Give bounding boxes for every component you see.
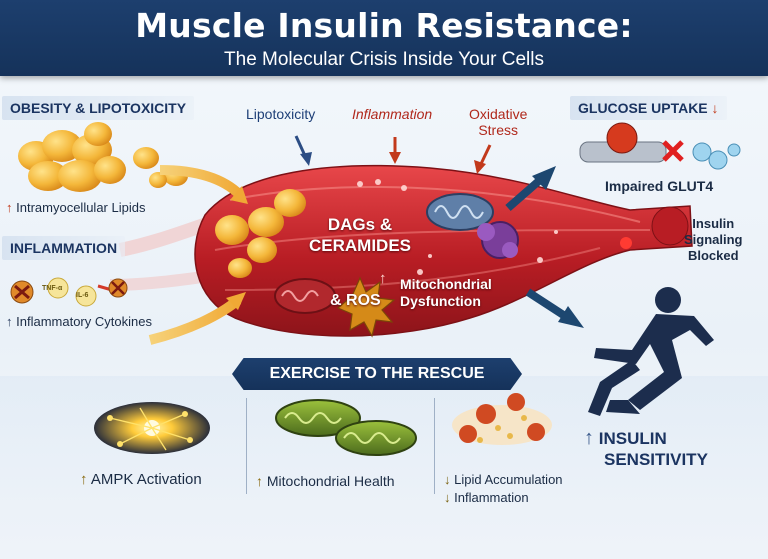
cytokine-tag-1: TNF-α bbox=[42, 285, 63, 292]
signaling-line2: Signaling bbox=[684, 232, 743, 247]
dags-line2: CERAMIDES bbox=[308, 236, 411, 255]
mito-line1: Mitochondrial bbox=[400, 276, 492, 292]
lipid-text: Lipid Accumulation bbox=[454, 472, 563, 487]
label-oxidative-stress: Oxidative Stress bbox=[469, 106, 527, 138]
glucose-down-arrow-icon: ↓ bbox=[711, 100, 719, 116]
particle-dots bbox=[357, 179, 558, 275]
label-inflammation: Inflammation bbox=[352, 106, 433, 122]
glut4-transporter-icon bbox=[579, 122, 741, 170]
fat-cells-icon bbox=[18, 122, 188, 192]
damaged-mitochondria-icon bbox=[274, 193, 519, 314]
sensitivity-line2: SENSITIVITY bbox=[604, 450, 708, 469]
ros-prefix: & bbox=[330, 292, 342, 309]
dags-ceramides-label: DAGs & CERAMIDES bbox=[300, 214, 420, 256]
arrow-glucose-icon bbox=[505, 176, 543, 212]
mito-dysfunction-label: Mitochondrial Dysfunction bbox=[400, 276, 492, 310]
insulin-sensitivity-label: ↑ INSULIN SENSITIVITY bbox=[584, 428, 708, 470]
divider-2 bbox=[434, 398, 435, 494]
signaling-line1: Insulin bbox=[692, 216, 735, 231]
mito-line2: Dysfunction bbox=[400, 293, 481, 309]
header-bar bbox=[0, 0, 768, 76]
lipid-inflammation-caption: ↓ Lipid Accumulation ↓ Inflammation bbox=[444, 471, 563, 507]
inflammation-title: INFLAMMATION bbox=[2, 236, 126, 260]
label-lipotoxicity: Lipotoxicity bbox=[246, 106, 316, 122]
page-subtitle: The Molecular Crisis Inside Your Cells bbox=[224, 49, 544, 70]
arrow-cytokines-icon bbox=[148, 296, 242, 345]
glucose-uptake-title: GLUCOSE UPTAKE ↓ bbox=[570, 96, 727, 120]
arrow-runner-icon bbox=[525, 288, 571, 322]
ros-burst-icon bbox=[336, 276, 396, 338]
signaling-blocked-label: Insulin Signaling Blocked bbox=[684, 216, 743, 264]
mito-health-up-arrow-icon: ↑ bbox=[256, 473, 263, 489]
oxidative-line2: Stress bbox=[478, 122, 519, 138]
lipid-down-arrow-icon: ↓ bbox=[444, 472, 451, 487]
inflammation-text: Inflammation bbox=[454, 490, 529, 505]
oxidative-arrow-icon bbox=[478, 144, 492, 167]
page-title: Muscle Insulin Resistance: bbox=[135, 6, 633, 45]
cytokine-tag-2: IL-6 bbox=[76, 292, 89, 299]
glut4-caption: Impaired GLUT4 bbox=[605, 178, 714, 194]
ros-text: ROS bbox=[346, 292, 381, 309]
dags-line1: DAGs & bbox=[327, 215, 393, 234]
inflammation-down-arrow-icon: ↓ bbox=[444, 490, 451, 505]
cytokines-up-arrow-icon: ↑ bbox=[6, 314, 13, 329]
healthy-mitochondria-icon bbox=[275, 399, 417, 456]
signaling-line3: Blocked bbox=[687, 248, 739, 263]
cytokines-caption: Inflammatory Cytokines bbox=[16, 314, 152, 329]
ampk-activation-icon bbox=[94, 402, 210, 454]
oxidative-line1: Oxidative bbox=[469, 106, 528, 122]
mito-up-arrow-icon: ↑ bbox=[379, 270, 387, 287]
arrow-lipids-icon bbox=[159, 165, 244, 199]
divider-1 bbox=[246, 398, 247, 494]
muscle-illustration bbox=[10, 122, 741, 456]
sensitivity-up-arrow-icon: ↑ bbox=[584, 427, 594, 449]
obesity-title: OBESITY & LIPOTOXICITY bbox=[2, 96, 195, 120]
lipid-droplets bbox=[215, 189, 306, 278]
exercise-banner: EXERCISE TO THE RESCUE bbox=[232, 358, 522, 390]
ampk-caption: ↑ AMPK Activation bbox=[80, 471, 202, 488]
ros-label: & ROS bbox=[330, 292, 381, 310]
ampk-up-arrow-icon: ↑ bbox=[80, 471, 88, 488]
mito-health-caption: ↑ Mitochondrial Health bbox=[256, 473, 395, 489]
glucose-title-text: GLUCOSE UPTAKE bbox=[578, 100, 708, 116]
lipids-caption: Intramyocellular Lipids bbox=[16, 200, 146, 215]
lipids-up-arrow-icon: ↑ bbox=[6, 200, 13, 215]
mito-health-text: Mitochondrial Health bbox=[266, 473, 395, 489]
cytokine-icons bbox=[10, 277, 128, 307]
runner-silhouette-icon bbox=[588, 287, 714, 416]
sensitivity-line1: INSULIN bbox=[598, 429, 667, 448]
reduced-lipids-icon bbox=[452, 393, 552, 445]
ampk-text: AMPK Activation bbox=[90, 471, 202, 488]
